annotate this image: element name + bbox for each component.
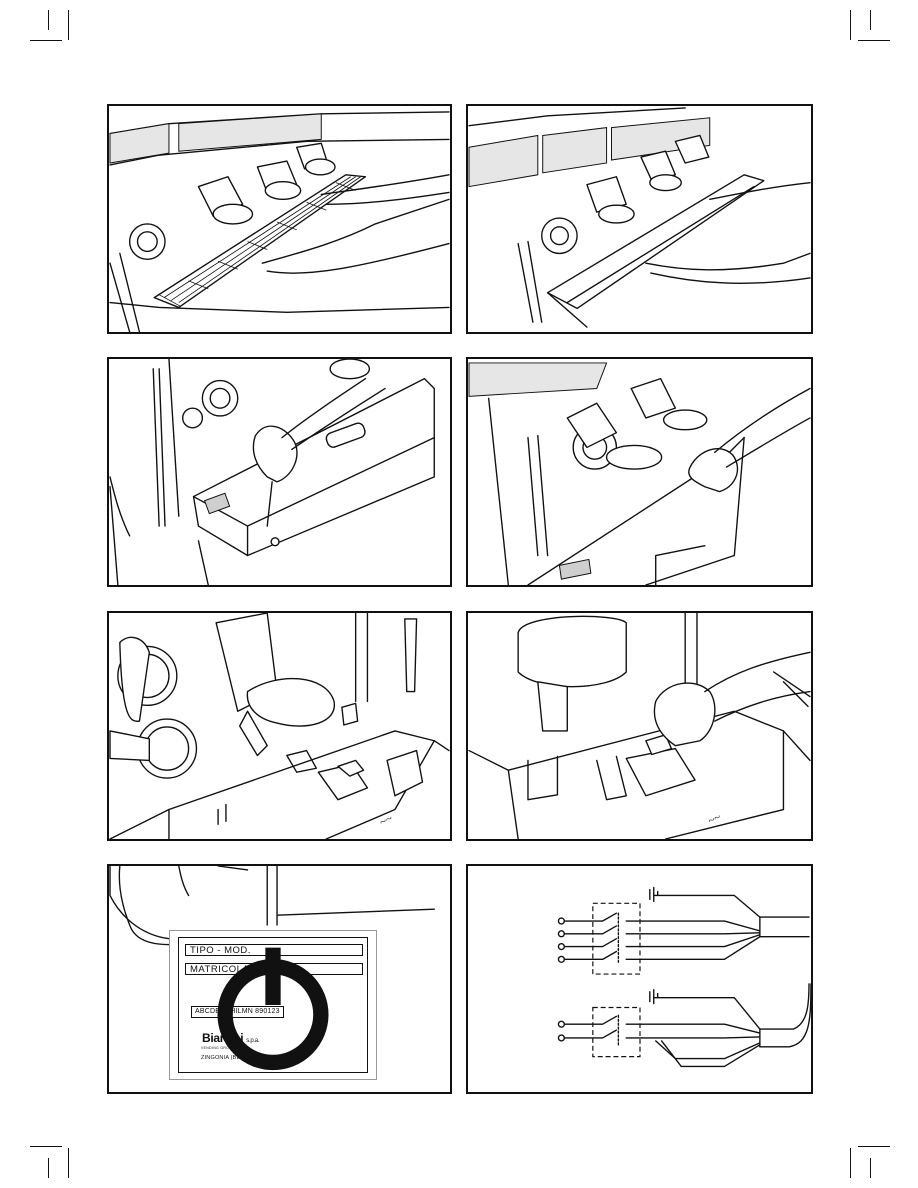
grid-removal-illustration — [109, 111, 450, 332]
crop-mark-tl-v — [68, 10, 69, 40]
model-logo-mark: ~~ — [705, 809, 723, 827]
switch-handling-illustration: ~~ — [468, 613, 811, 839]
crop-mark-br-v — [850, 1148, 851, 1178]
illustration-panel-wiring — [466, 864, 813, 1094]
machine-outline — [109, 866, 435, 946]
illustration-panel-screw-removal — [107, 357, 452, 587]
model-logo-mark: ~~ — [377, 811, 395, 829]
data-plate-frame: TIPO - MOD. MATRICOLA N. ABCDEFGHILMN 89… — [178, 937, 368, 1073]
lower-ground-symbol — [649, 989, 761, 1030]
crop-mark-bl-v — [68, 1148, 69, 1178]
illustration-panel-grid-removal — [107, 104, 452, 334]
wiring-diagram — [557, 886, 811, 1068]
crop-mark-tr-v2 — [870, 10, 871, 30]
illustration-panel-cover-removal — [466, 357, 813, 587]
manufacturer-address: ZINGONIA (BERGAMO) - ITALIA — [201, 1055, 288, 1061]
switch-block-upper — [592, 902, 641, 975]
screw-removal-illustration — [109, 359, 435, 585]
brand-subline: VENDING GROUP — [201, 1046, 235, 1050]
lower-wires — [641, 983, 811, 1068]
illustration-panel-tray-removal — [466, 104, 813, 334]
crop-mark-tr-v — [850, 10, 851, 40]
upper-ground-symbol — [649, 886, 761, 918]
upper-switch-contacts — [563, 912, 643, 965]
crop-mark-tl-h — [30, 40, 62, 41]
crop-mark-tr-h — [858, 40, 890, 41]
lower-switch-contacts — [563, 1014, 643, 1048]
switch-view-illustration: ~~ — [109, 613, 450, 839]
illustration-panel-data-plate: TIPO - MOD. MATRICOLA N. ABCDEFGHILMN 89… — [107, 864, 452, 1094]
cover-removal-illustration — [468, 362, 811, 585]
crop-mark-bl-v2 — [48, 1158, 49, 1178]
illustration-panel-switch-handling: ~~ — [466, 611, 813, 841]
illustration-panel-switch-view: ~~ — [107, 611, 452, 841]
crop-mark-bl-h — [30, 1146, 62, 1147]
lower-terminals — [557, 1020, 566, 1042]
crop-mark-tl-v2 — [48, 10, 49, 30]
upper-terminals — [557, 917, 566, 963]
brand-label: Bianchi — [202, 1031, 244, 1045]
tray-removal-illustration — [468, 107, 811, 328]
data-plate: TIPO - MOD. MATRICOLA N. ABCDEFGHILMN 89… — [169, 930, 377, 1080]
upper-wires — [641, 916, 810, 961]
serial-example-label: ABCDEFGHILMN 890123 — [191, 1006, 284, 1018]
switch-block-lower — [592, 1006, 641, 1058]
brand-suffix: s.p.a. — [246, 1038, 260, 1044]
bianchi-logo-icon — [217, 947, 329, 1071]
crop-mark-br-h — [858, 1146, 890, 1147]
crop-mark-br-v2 — [870, 1158, 871, 1178]
